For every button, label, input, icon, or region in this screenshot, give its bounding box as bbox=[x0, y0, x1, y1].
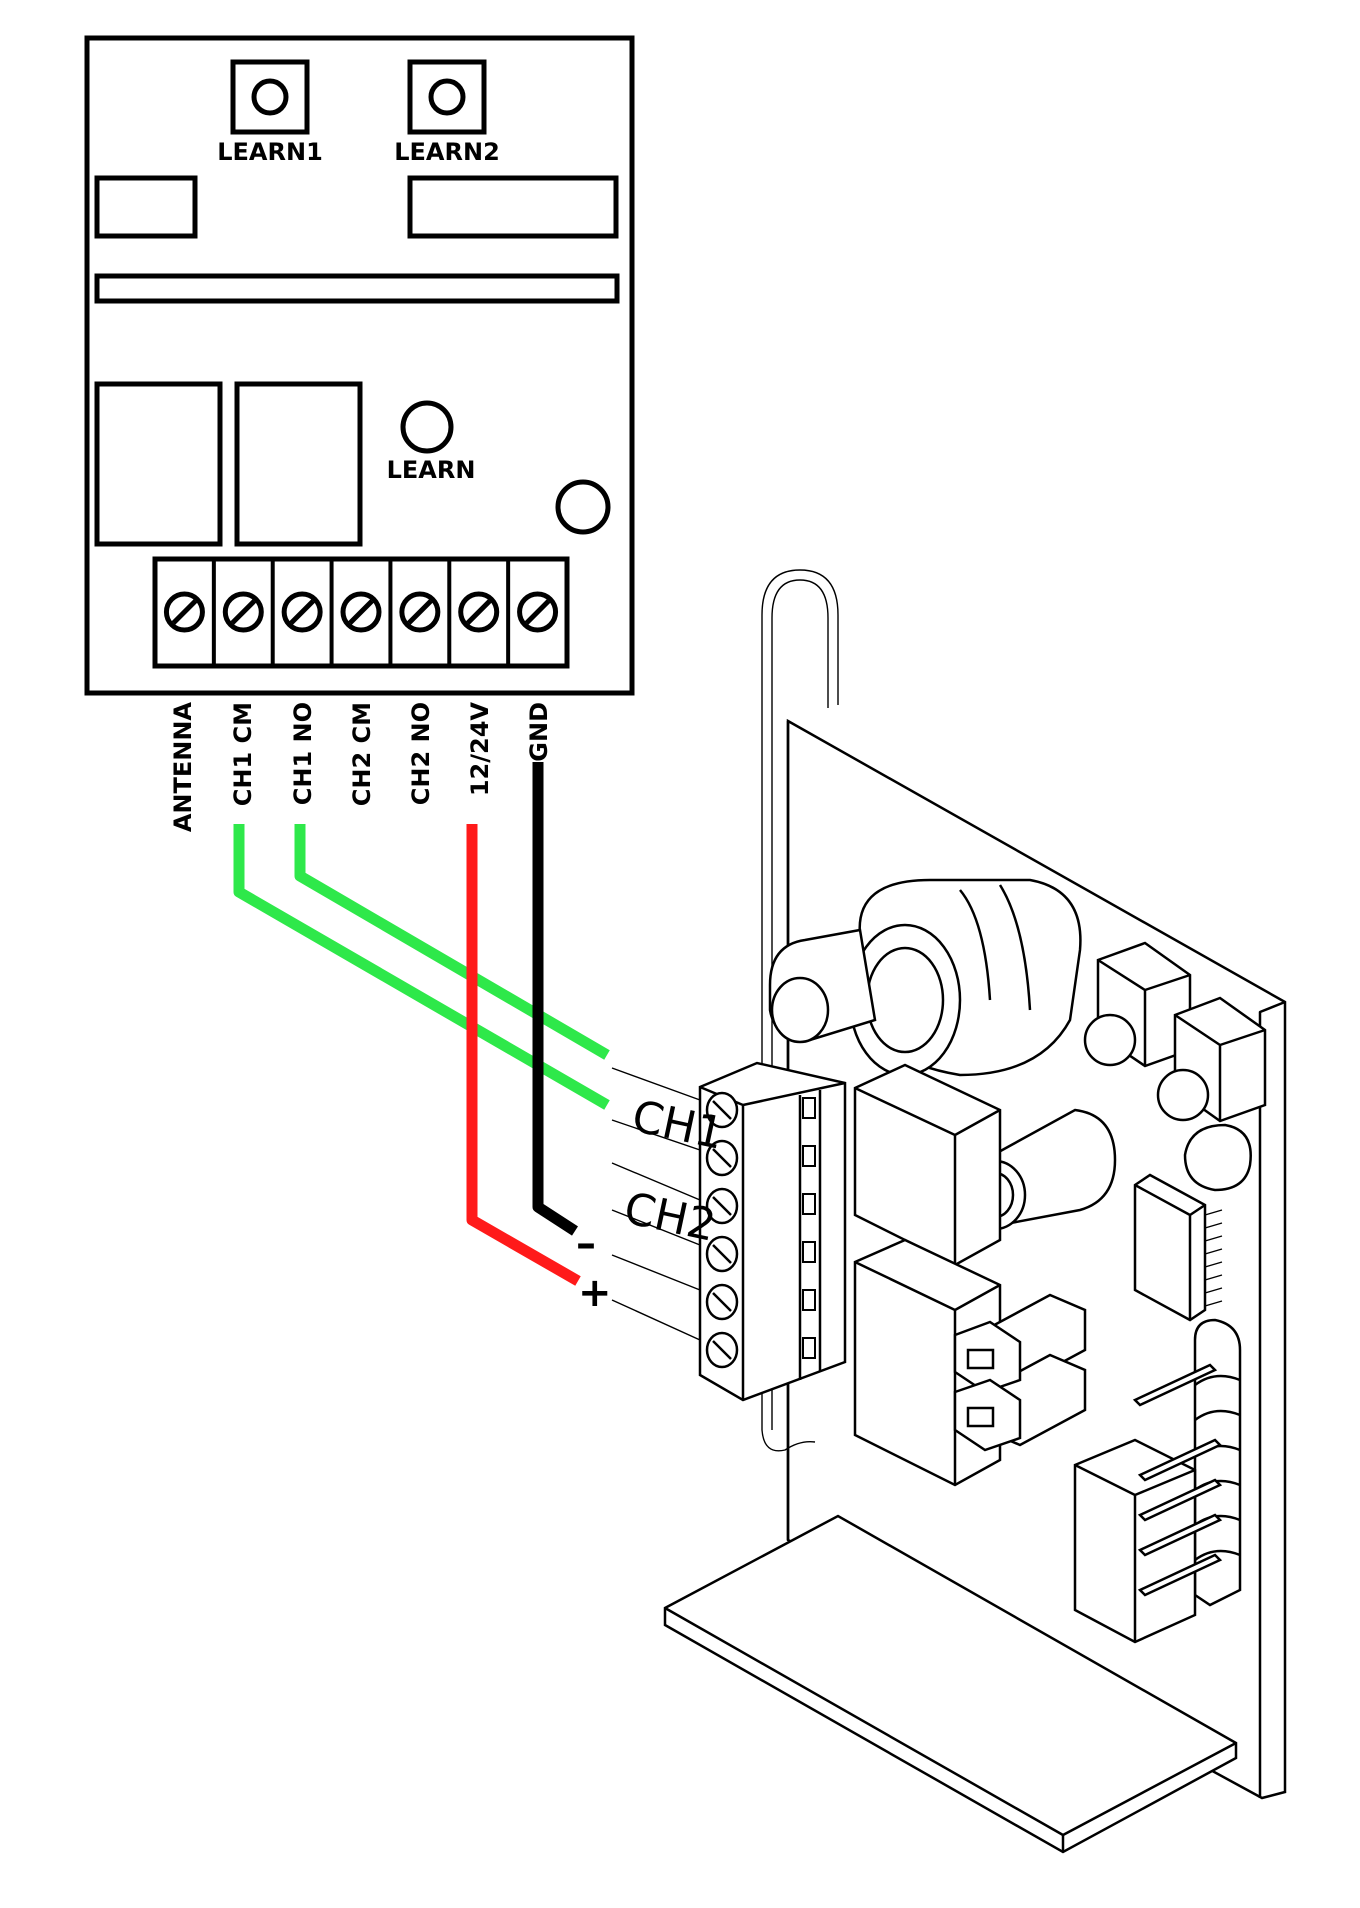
terminal-label-12-24v: 12/24V bbox=[466, 702, 494, 797]
control-screw-terminal bbox=[705, 1187, 816, 1225]
tactile-switch-1 bbox=[1083, 941, 1192, 1068]
terminal-label-ch1-no: CH1 NO bbox=[289, 702, 317, 805]
terminal-label-gnd: GND bbox=[525, 702, 553, 762]
antenna-wire bbox=[761, 569, 839, 1430]
jumper-block bbox=[953, 1293, 1087, 1452]
receiver-relay-1 bbox=[94, 381, 223, 547]
capacitor-small-left bbox=[768, 928, 877, 1044]
relay-upper bbox=[853, 1063, 1002, 1267]
wire-12-24v bbox=[466, 824, 581, 1286]
control-screw-terminal bbox=[705, 1091, 816, 1129]
control-terminal-block bbox=[698, 1061, 847, 1402]
receiver-screw-terminal bbox=[447, 559, 500, 666]
receiver-terminal-labels: ANTENNA CH1 CM CH1 NO CH2 CM CH2 NO 12/2… bbox=[169, 702, 553, 833]
receiver-strip bbox=[94, 273, 620, 304]
connector-stack bbox=[1073, 1318, 1242, 1644]
wire-ch1-cm bbox=[233, 824, 610, 1110]
control-screw-terminal bbox=[705, 1331, 816, 1369]
control-screw-terminal bbox=[705, 1283, 816, 1321]
control-board-shelf bbox=[663, 1514, 1238, 1854]
receiver-screw-terminal bbox=[506, 559, 559, 666]
receiver-screw-terminal bbox=[329, 559, 382, 666]
receiver-relay-2 bbox=[234, 381, 363, 547]
terminal-label-ch2-cm: CH2 CM bbox=[348, 702, 376, 806]
learn1-label: LEARN1 bbox=[217, 138, 323, 166]
learn2-button[interactable] bbox=[407, 59, 487, 135]
terminal-label-ch1-cm: CH1 CM bbox=[229, 702, 257, 806]
receiver-module: LEARN1 LEARN2 LEARN bbox=[84, 35, 635, 696]
learn2-label: LEARN2 bbox=[394, 138, 500, 166]
receiver-chip-right bbox=[407, 175, 619, 239]
learn1-button[interactable] bbox=[230, 59, 310, 135]
terminal-label-antenna: ANTENNA bbox=[169, 702, 197, 833]
ic-chip bbox=[1133, 1173, 1223, 1322]
learn-led bbox=[400, 400, 454, 454]
minus-label: – bbox=[576, 1221, 596, 1267]
receiver-screw-terminal bbox=[163, 591, 205, 633]
wire-gnd bbox=[532, 762, 578, 1236]
receiver-chip-left bbox=[94, 175, 198, 239]
control-screw-terminal bbox=[705, 1139, 816, 1177]
receiver-screw-terminal bbox=[270, 559, 323, 666]
control-screw-terminal bbox=[705, 1235, 816, 1273]
control-board: CH1 CH2 – + bbox=[576, 569, 1287, 1854]
terminal-label-ch2-no: CH2 NO bbox=[407, 702, 435, 805]
learn-label: LEARN bbox=[387, 456, 476, 484]
wire-ch1-no bbox=[294, 824, 610, 1060]
wires bbox=[233, 762, 610, 1286]
receiver-terminals bbox=[163, 559, 559, 666]
small-capacitor-right bbox=[1183, 1123, 1252, 1192]
tactile-switch-2 bbox=[1156, 996, 1267, 1123]
receiver-led bbox=[555, 479, 611, 535]
receiver-screw-terminal bbox=[211, 559, 264, 666]
capacitor-large bbox=[848, 878, 1082, 1077]
plus-label: + bbox=[578, 1270, 612, 1316]
receiver-screw-terminal bbox=[388, 559, 441, 666]
